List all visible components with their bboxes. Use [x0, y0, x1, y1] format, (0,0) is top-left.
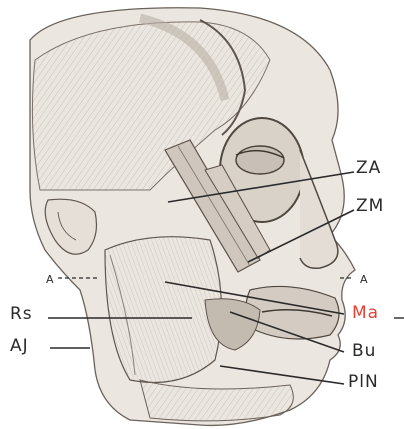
label-ma: Ma [352, 305, 379, 322]
label-rs: Rs [10, 306, 33, 323]
label-pln: PlN [348, 374, 379, 391]
label-a-right: A [360, 271, 368, 288]
masseter-muscle [105, 237, 221, 383]
label-zm: ZM [356, 198, 384, 215]
label-za: ZA [356, 160, 381, 177]
label-aj: AJ [10, 338, 29, 355]
label-bu: Bu [352, 343, 376, 360]
label-a-left: A [46, 271, 54, 288]
